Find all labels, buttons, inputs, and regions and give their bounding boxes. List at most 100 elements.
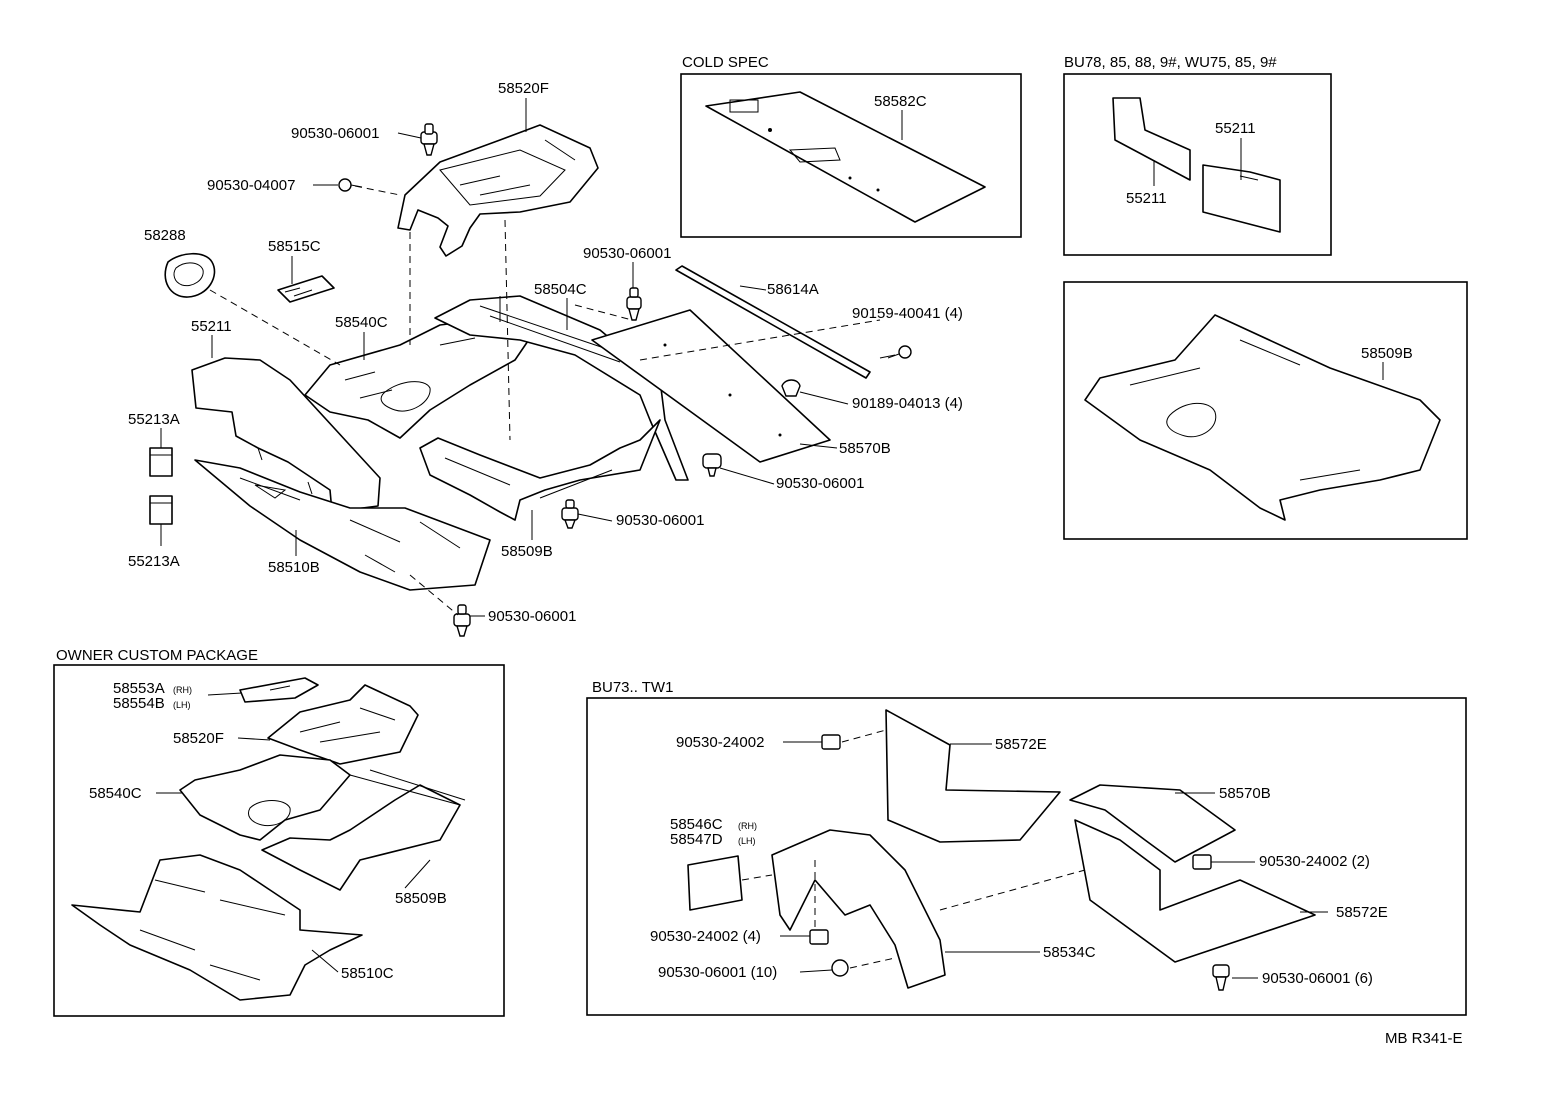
label-55213a-b: 55213A [128, 553, 180, 570]
part-58509b-owner [261, 769, 466, 891]
bu73-dashed-lines [741, 729, 1086, 969]
label-58570b-main: 58570B [839, 440, 891, 457]
screw-90159-40041 [887, 345, 912, 359]
label-90530-24002-2: 90530-24002 (2) [1259, 853, 1370, 870]
part-58510c [71, 854, 363, 1001]
leader-lines [156, 98, 1384, 979]
part-58540c-owner [179, 754, 351, 841]
label-58572e-a: 58572E [995, 736, 1047, 753]
label-58572e-b: 58572E [1336, 904, 1388, 921]
main-dashed-lines [209, 185, 881, 616]
clip-90530-06001-bottom [453, 604, 471, 637]
label-58546c-rh: (RH) [738, 821, 757, 831]
part-58534c [771, 829, 946, 989]
part-58572e-a [885, 709, 1061, 843]
label-90189-04013: 90189-04013 (4) [852, 395, 963, 412]
part-58570b-main [591, 309, 831, 463]
cold-spec-frame [680, 73, 1022, 238]
label-58509b-box: 58509B [1361, 345, 1413, 362]
owner-custom-section: OWNER CUSTOM PACKAGE [53, 647, 505, 1017]
label-90530-24002-a: 90530-24002 [676, 734, 764, 751]
label-58582c: 58582C [874, 93, 927, 110]
label-58515c: 58515C [268, 238, 321, 255]
label-58510c: 58510C [341, 965, 394, 982]
bu78-section: BU78, 85, 88, 9#, WU75, 85, 9# [1063, 54, 1332, 256]
label-58520f: 58520F [498, 80, 549, 97]
label-58509b-owner: 58509B [395, 890, 447, 907]
part-58570b-bu [1069, 784, 1236, 863]
label-58554b-lh: (LH) [173, 700, 191, 710]
bu73-frame [586, 697, 1467, 1016]
clip-90530-06001-10 [831, 959, 849, 977]
part-55211-box-b [1202, 164, 1281, 233]
clip-90530-24002-a [821, 734, 841, 750]
bu73-section: BU73.. TW1 [586, 679, 1467, 1016]
label-58520f-owner: 58520F [173, 730, 224, 747]
clip-90530-06001-mid [626, 287, 642, 321]
bu78-frame [1063, 73, 1332, 256]
label-55211-box-a: 55211 [1215, 120, 1256, 137]
part-55211-box-a [1112, 97, 1191, 181]
part-58288 [164, 252, 216, 298]
label-58540c-main: 58540C [335, 314, 388, 331]
label-90530-06001-bottom: 90530-06001 [488, 608, 576, 625]
label-58547d: 58547D [670, 831, 723, 848]
clip-90530-06001-6 [1212, 964, 1230, 991]
label-58504c: 58504C [534, 281, 587, 298]
clip-90189-04013 [781, 379, 801, 397]
label-58534c: 58534C [1043, 944, 1096, 961]
label-58540c-owner: 58540C [89, 785, 142, 802]
clip-90530-06001-c [561, 499, 579, 529]
label-58554b: 58554B [113, 695, 165, 712]
cold-spec-section: COLD SPEC [680, 54, 1022, 238]
part-58540c-main [304, 319, 531, 439]
label-90530-06001-r: 90530-06001 [776, 475, 864, 492]
cold-spec-title: COLD SPEC [682, 54, 769, 71]
owner-custom-frame [53, 664, 505, 1017]
owner-custom-title: OWNER CUSTOM PACKAGE [56, 647, 258, 664]
part-55211-main [191, 357, 381, 513]
label-58614a: 58614A [767, 281, 819, 298]
screw-90530-04007 [338, 178, 363, 192]
bu78-title: BU78, 85, 88, 9#, WU75, 85, 9# [1064, 54, 1277, 71]
clip-90530-24002-4 [809, 929, 829, 945]
label-58288: 58288 [144, 227, 186, 244]
label-58553a-rh: (RH) [173, 685, 192, 695]
clip-90530-24002-2 [1192, 854, 1212, 870]
label-90530-04007: 90530-04007 [207, 177, 295, 194]
label-90530-06001-mid: 90530-06001 [583, 245, 671, 262]
label-90530-06001-10: 90530-06001 (10) [658, 964, 777, 981]
label-55211-main: 55211 [191, 318, 232, 335]
part-58515c [277, 275, 335, 303]
variant-58509b-frame [1063, 281, 1468, 540]
label-58570b-bu: 58570B [1219, 785, 1271, 802]
label-58510b: 58510B [268, 559, 320, 576]
part-55213a-b [149, 495, 173, 525]
part-58504c [434, 295, 689, 481]
part-58582c [705, 91, 986, 223]
bu73-title: BU73.. TW1 [592, 679, 673, 696]
label-58553a: 58553A [113, 680, 165, 697]
part-58520f [397, 124, 599, 257]
part-58509b-main [419, 419, 661, 521]
labels: 58520F 90530-06001 90530-04007 58288 585… [89, 80, 1463, 1047]
part-58614a [675, 265, 871, 379]
label-90530-06001-c: 90530-06001 [616, 512, 704, 529]
part-58553a [239, 677, 319, 703]
label-90530-24002-4: 90530-24002 (4) [650, 928, 761, 945]
label-58546c: 58546C [670, 816, 723, 833]
label-90530-06001-6: 90530-06001 (6) [1262, 970, 1373, 987]
part-58572e-b [1074, 819, 1316, 963]
part-55213a-a [149, 447, 173, 477]
clip-90530-06001-top [420, 123, 438, 156]
part-58509b-box [1084, 314, 1441, 521]
label-55211-box-b: 55211 [1126, 190, 1167, 207]
clip-90530-06001-r [702, 453, 722, 477]
label-90530-06001-top: 90530-06001 [291, 125, 379, 142]
label-90159-40041: 90159-40041 (4) [852, 305, 963, 322]
part-58510b [194, 459, 491, 591]
ref-code: MB R341-E [1385, 1030, 1463, 1047]
label-55213a-a: 55213A [128, 411, 180, 428]
label-58547d-lh: (LH) [738, 836, 756, 846]
